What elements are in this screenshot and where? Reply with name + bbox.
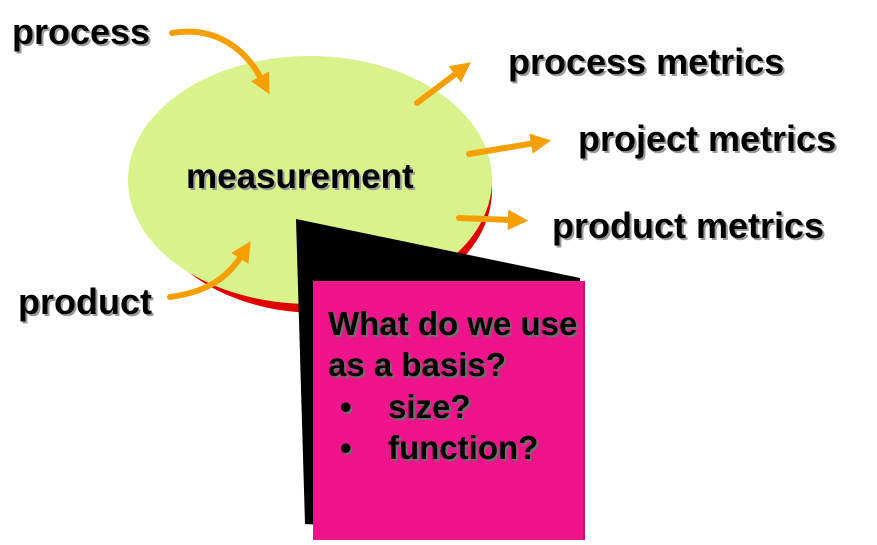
center-label-measurement: measurement xyxy=(186,157,414,196)
output-label-process-metrics: process metrics xyxy=(508,41,785,82)
input-label-product: product xyxy=(18,281,152,322)
callout-question: What do we use as a basis? xyxy=(328,305,578,384)
arrow-process-to-measurement xyxy=(169,28,270,95)
bullet-dot-icon: • xyxy=(340,428,352,466)
bullet-text: size? xyxy=(388,387,471,425)
callout-box xyxy=(313,281,584,540)
output-label-product-metrics: product metrics xyxy=(552,205,825,246)
callout-text: What do we use as a basis? • size? • fun… xyxy=(318,303,580,468)
callout-bullet-item: • size? xyxy=(340,386,580,427)
input-label-process: process xyxy=(12,11,151,52)
arrow-to-process-metrics xyxy=(414,62,472,106)
callout-bullet-item: • function? xyxy=(340,427,580,468)
arrow-to-product-metrics xyxy=(456,209,529,231)
arrow-to-project-metrics xyxy=(466,133,552,157)
bullet-dot-icon: • xyxy=(340,387,352,425)
callout-bullet-list: • size? • function? xyxy=(318,386,580,469)
output-label-project-metrics: project metrics xyxy=(578,118,837,159)
bullet-text: function? xyxy=(388,428,539,466)
arrow-product-to-measurement xyxy=(167,241,251,300)
